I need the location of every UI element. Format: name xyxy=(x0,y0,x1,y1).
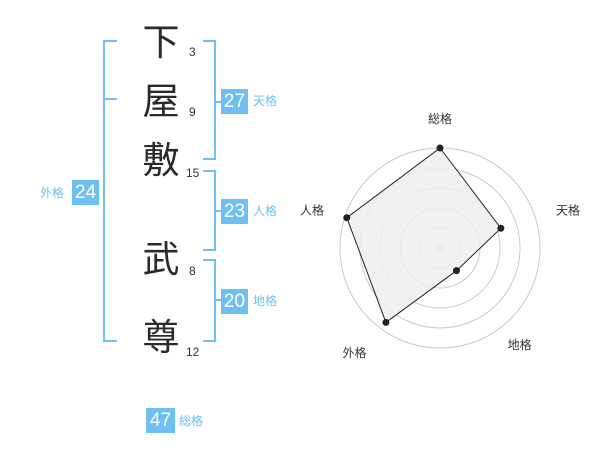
stroke-count-3: 15 xyxy=(186,166,200,180)
gaikaku-value-badge: 24 xyxy=(72,180,99,205)
radar-axis-label-3: 外格 xyxy=(343,345,367,360)
chikaku-label: 地格 xyxy=(253,294,278,308)
name-char-2: 屋 xyxy=(142,80,180,123)
gaikaku-bracket-tick xyxy=(103,98,117,100)
stroke-count-1: 3 xyxy=(189,45,196,59)
radar-axis-label-2: 地格 xyxy=(508,337,532,352)
name-char-5: 尊 xyxy=(142,316,180,359)
radar-point-2 xyxy=(452,267,460,275)
tenkaku-bracket-tick xyxy=(214,101,222,103)
radar-point-1 xyxy=(497,224,505,232)
jinkaku-value-badge: 23 xyxy=(221,199,248,224)
radar-axis-label-0: 総格 xyxy=(428,111,452,126)
gaikaku-label: 外格 xyxy=(40,186,65,200)
radar-point-3 xyxy=(382,318,390,326)
radar-axis-label-4: 人格 xyxy=(300,202,324,217)
name-char-4: 武 xyxy=(142,238,180,281)
radar-point-4 xyxy=(343,214,351,222)
jinkaku-label: 人格 xyxy=(253,204,278,218)
gaikaku-bracket xyxy=(103,40,117,342)
tenkaku-value-badge: 27 xyxy=(221,89,248,114)
tenkaku-label: 天格 xyxy=(253,94,278,108)
stroke-count-4: 8 xyxy=(189,264,196,278)
radar-point-0 xyxy=(436,144,444,152)
name-char-1: 下 xyxy=(142,21,180,64)
chikaku-value-badge: 20 xyxy=(221,289,248,314)
jinkaku-bracket-tick xyxy=(214,210,222,212)
radar-axis-label-1: 天格 xyxy=(556,202,580,217)
stroke-count-2: 9 xyxy=(189,105,196,119)
soukaku-value-badge: 47 xyxy=(146,408,175,433)
soukaku-label: 総格 xyxy=(179,414,204,428)
radar-data-shape xyxy=(346,147,502,324)
tenkaku-bracket xyxy=(203,40,216,160)
radar-points xyxy=(343,144,505,326)
name-char-3: 敷 xyxy=(142,139,180,182)
chikaku-bracket-tick xyxy=(214,299,222,301)
stroke-count-5: 12 xyxy=(186,345,200,359)
